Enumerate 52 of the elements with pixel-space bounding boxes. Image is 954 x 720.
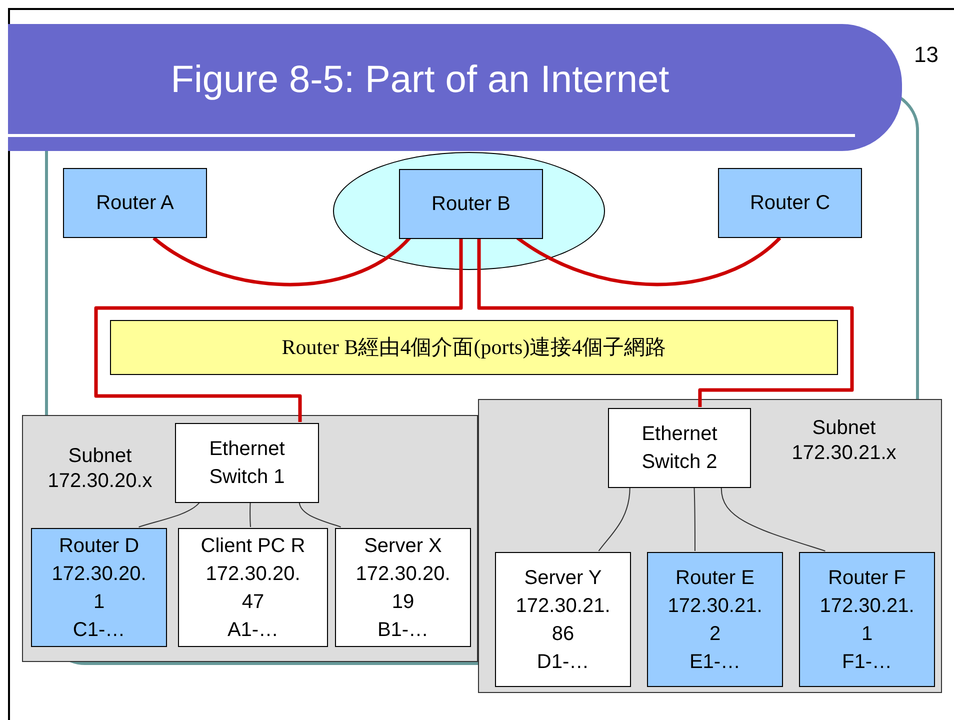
node-label: Ethernet Switch 2	[640, 422, 718, 475]
node-label: F1-…	[842, 650, 892, 674]
router-box	[799, 552, 935, 687]
node-label: B1-…	[377, 618, 429, 642]
cable-line	[94, 238, 463, 422]
node-label: 172.30.21. 1	[818, 594, 916, 646]
node-label: Server Y	[524, 566, 602, 590]
host-box	[178, 528, 328, 647]
node-label: Client PC R	[200, 534, 306, 558]
node-label: 172.30.21. 2	[666, 594, 764, 646]
connector-line	[598, 486, 630, 552]
host-box	[495, 552, 631, 687]
page-number: 13	[914, 41, 938, 69]
node-label: Router A	[96, 191, 174, 216]
node-label: 172.30.20. 1	[50, 562, 148, 614]
host-box	[335, 528, 471, 647]
node-label: Server X	[364, 534, 442, 558]
cable-line	[152, 236, 411, 286]
subnet-panel	[22, 415, 478, 662]
node-label: Router F	[828, 566, 906, 590]
node-label: Router C	[750, 191, 830, 216]
router-box	[647, 552, 783, 687]
node-label: Router D	[58, 534, 140, 558]
router-box	[399, 169, 543, 239]
connector-line	[298, 502, 342, 528]
node-label: 172.30.21. 86	[514, 594, 612, 646]
connector-line	[138, 502, 200, 528]
node-label: E1-…	[689, 650, 741, 674]
cable-line	[477, 238, 854, 407]
node-label: 172.30.20. 47	[204, 562, 302, 614]
connector-line	[694, 486, 696, 552]
switch-box	[175, 423, 319, 503]
router-box	[31, 528, 167, 647]
switch-box	[608, 408, 751, 488]
node-label: Router E	[676, 566, 754, 590]
note-text: Router B經由4個介面(ports)連接4個子網路	[282, 334, 666, 361]
note-box	[110, 320, 838, 375]
cable-line	[516, 236, 782, 286]
connector-line	[250, 502, 251, 528]
subnet-label: Subnet 172.30.21.x	[790, 416, 898, 466]
connector-line	[720, 486, 826, 552]
node-label: A1-…	[227, 618, 279, 642]
node-label: Ethernet Switch 1	[208, 437, 286, 490]
node-label: D1-…	[536, 650, 590, 674]
router-box	[63, 168, 207, 238]
title: Figure 8-5: Part of an Internet	[170, 60, 670, 98]
subnet-panel	[478, 399, 942, 693]
router-box	[718, 168, 862, 238]
node-label: C1-…	[72, 618, 126, 642]
subnet-label: Subnet 172.30.20.x	[46, 444, 154, 494]
node-label: Router B	[432, 192, 510, 217]
node-label: 172.30.20. 19	[354, 562, 452, 614]
